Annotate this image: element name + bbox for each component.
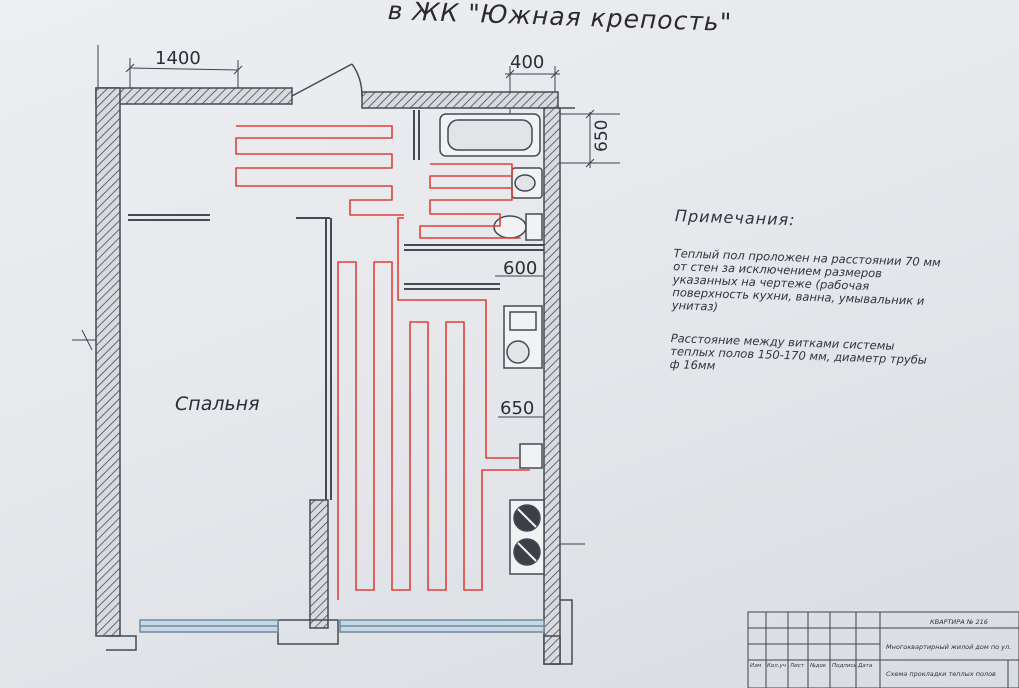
collector [519, 443, 543, 469]
washbasin [511, 167, 543, 199]
title-block [747, 611, 1019, 688]
title-block-building: Многоквартирный жилой дом по ул. [886, 643, 1011, 651]
room-label-bedroom: Спальня [175, 393, 260, 415]
title-block-sheet: Схема прокладки теплых полов [886, 670, 996, 678]
heating-pipes [235, 125, 530, 600]
dim-650-top: 650 [592, 120, 612, 152]
notes-block: Примечания: Теплый пол проложен на расст… [669, 206, 1015, 403]
tb-header: №док [809, 663, 827, 669]
toilet [493, 213, 543, 241]
dim-1400: 1400 [155, 48, 201, 69]
pipe-loop-hall [235, 125, 404, 216]
pipe-loop-bath [419, 163, 521, 239]
tb-header: Изм [750, 663, 761, 669]
tb-header: Дата [857, 663, 873, 669]
pipe-loop-main [337, 217, 530, 600]
kitchen-sink [503, 305, 543, 369]
partitions [128, 110, 544, 500]
tb-header: Подпись [832, 663, 857, 669]
tb-header: Кол.уч [767, 663, 787, 669]
dim-650-side: 650 [500, 398, 534, 419]
windows [139, 619, 545, 633]
stove [509, 499, 545, 575]
title-block-apartment: КВАРТИРА № 216 [930, 618, 988, 626]
bathtub [439, 113, 541, 157]
dim-600: 600 [503, 258, 537, 279]
note-offset: Теплый пол проложен на расстоянии 70 мм … [671, 246, 941, 314]
wall-outlines [106, 107, 575, 665]
walls [95, 87, 561, 665]
title-block-headers: Изм Кол.уч Лист №док Подпись Дата [750, 663, 873, 669]
note-spacing: Расстояние между витками системы теплых … [669, 331, 928, 373]
dim-400: 400 [510, 52, 544, 73]
tb-header: Лист [789, 663, 805, 669]
entrance-door [291, 63, 363, 97]
